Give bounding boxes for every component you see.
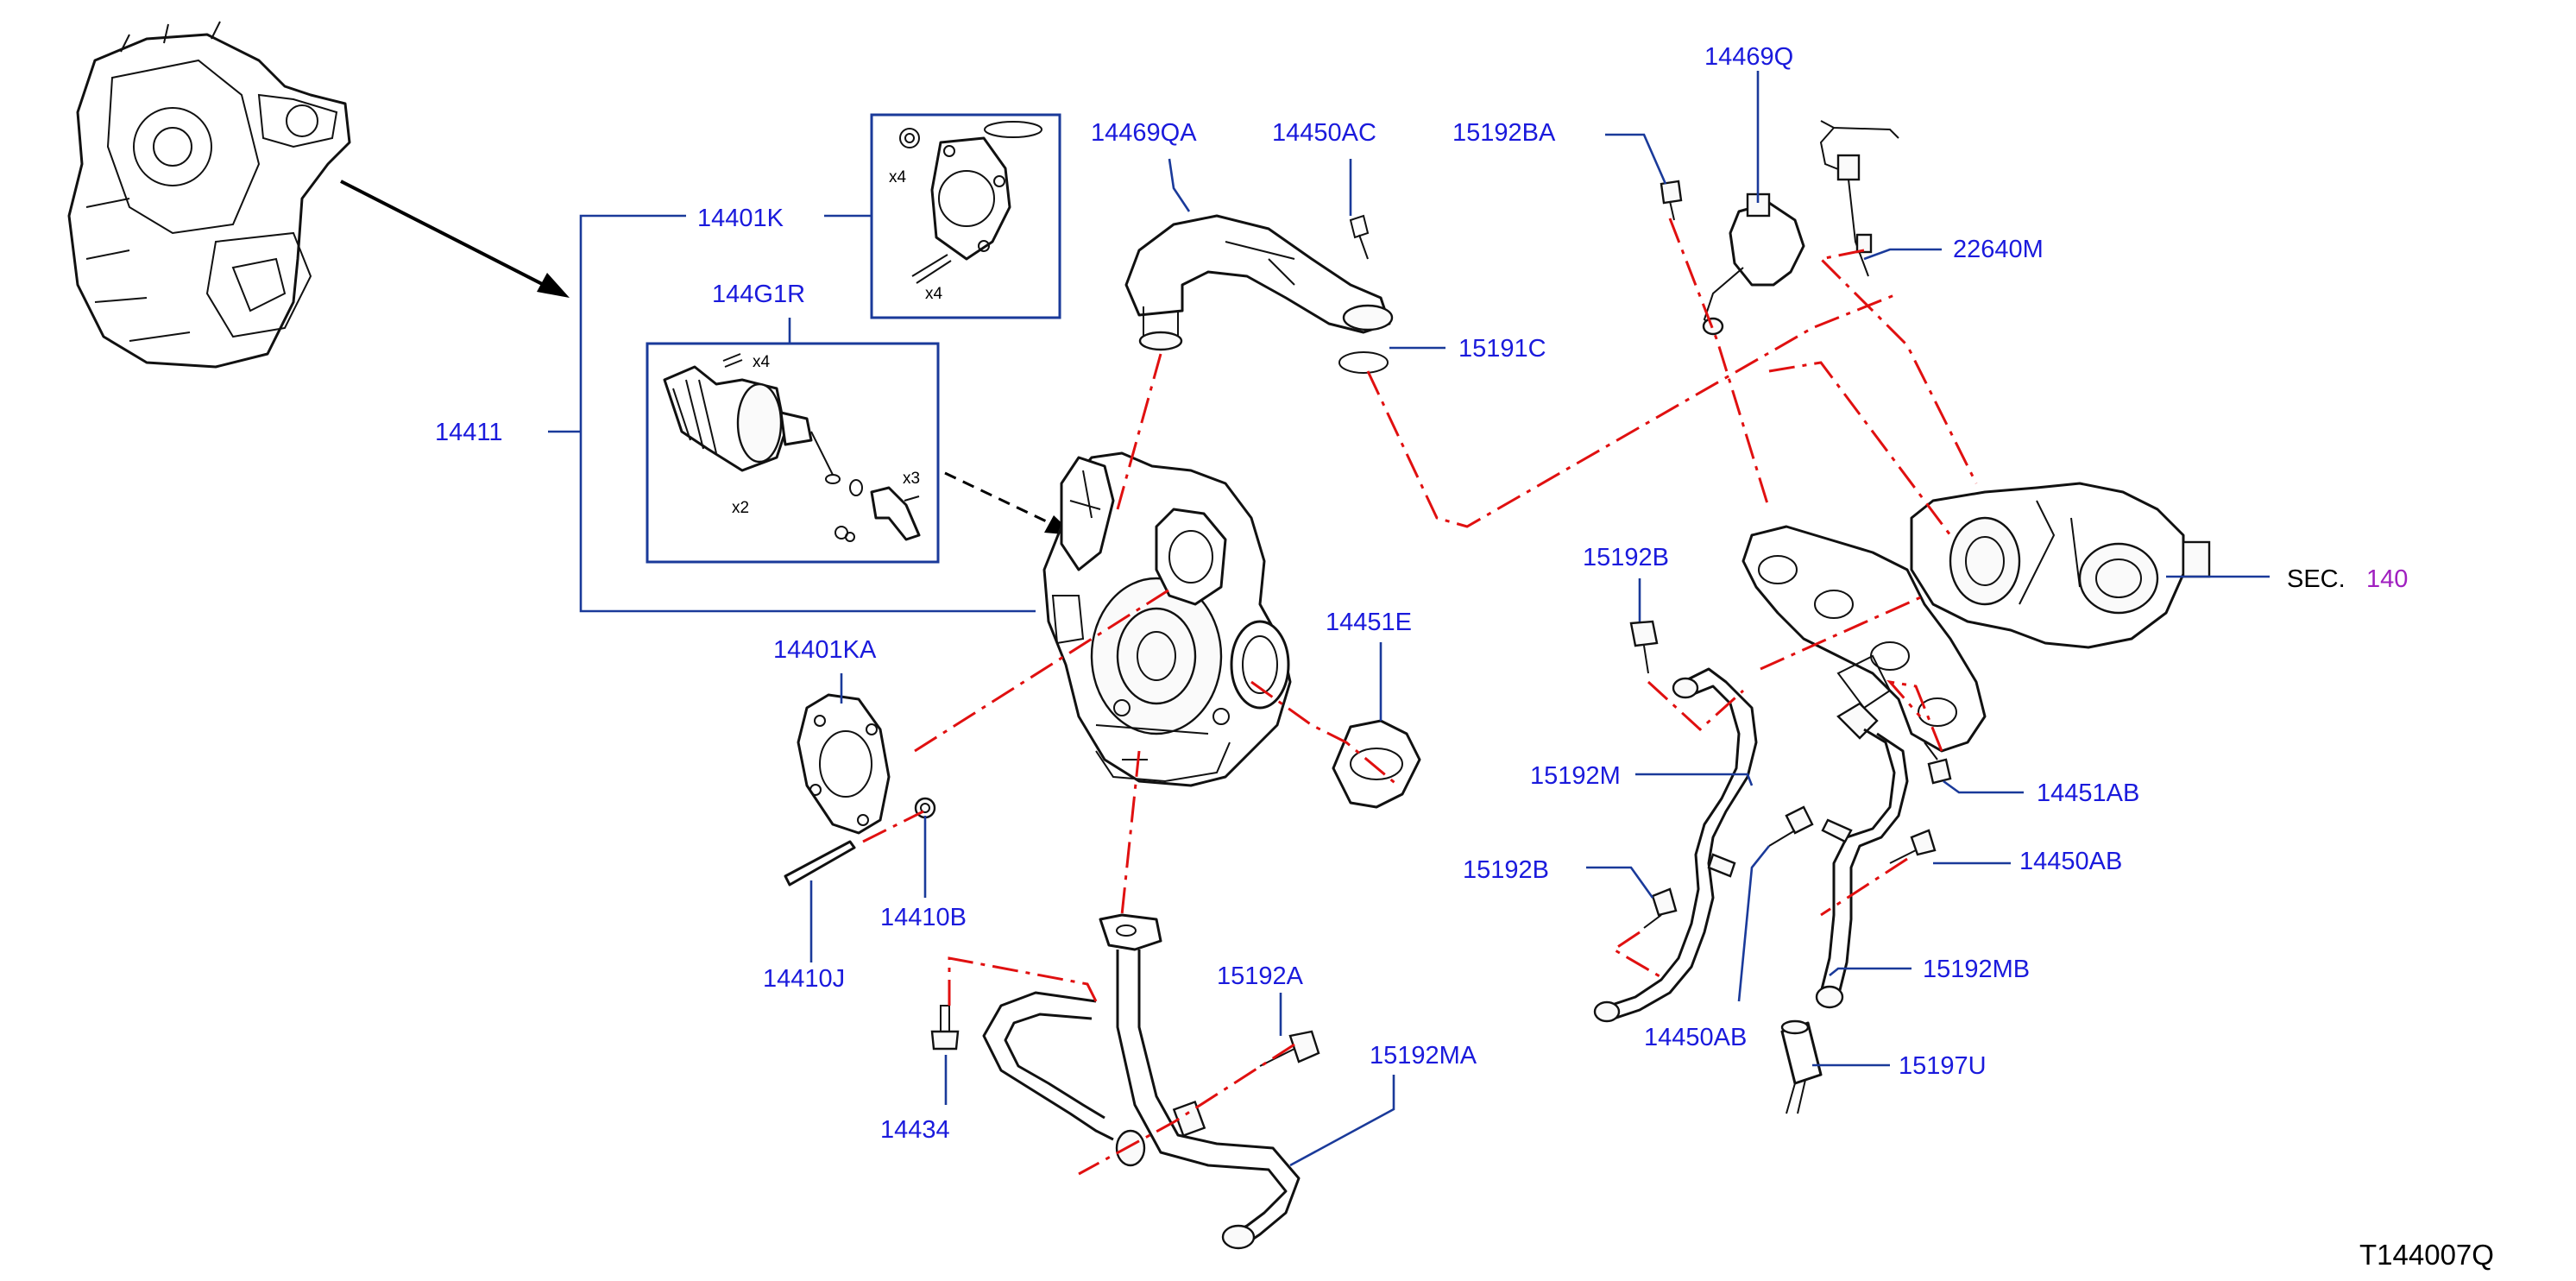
qty-gasket-stud: x4 bbox=[925, 285, 943, 303]
label-15191C: 15191C bbox=[1458, 335, 1546, 363]
bolt-15192BA bbox=[1660, 180, 1683, 221]
label-15192B-low: 15192B bbox=[1463, 856, 1549, 884]
actuator-kit-contents bbox=[663, 353, 921, 542]
label-14401KA: 14401KA bbox=[773, 636, 877, 664]
oil-pipe-15192MB bbox=[1815, 702, 1909, 1009]
solenoid-valve-14469Q bbox=[1702, 192, 1805, 336]
qty-actuator-clip: x3 bbox=[903, 470, 920, 488]
air-pipe-14469QA bbox=[1124, 214, 1394, 351]
oil-pipe-15192MA bbox=[982, 913, 1301, 1250]
label-14450AB-right: 14450AB bbox=[2019, 848, 2122, 875]
overview-pointer-arrowhead bbox=[537, 273, 570, 298]
label-14469QA: 14469QA bbox=[1091, 119, 1197, 147]
label-14434: 14434 bbox=[880, 1116, 950, 1144]
label-14451AB: 14451AB bbox=[2037, 779, 2139, 807]
label-144G1R: 144G1R bbox=[712, 281, 805, 308]
label-15192BA: 15192BA bbox=[1452, 119, 1556, 147]
label-14450AC: 14450AC bbox=[1272, 119, 1376, 147]
turbocharger-assembly-sec140 bbox=[1741, 482, 2211, 753]
bolt-14450AB-right bbox=[1889, 829, 1937, 864]
label-15192M: 15192M bbox=[1530, 762, 1621, 790]
bolt-14450AC bbox=[1349, 214, 1370, 260]
label-14410J: 14410J bbox=[763, 965, 845, 993]
gasket-kit-contents bbox=[899, 121, 1042, 284]
label-14410B: 14410B bbox=[880, 904, 967, 931]
actuator-kit-box bbox=[646, 342, 940, 564]
oil-pipe-15192M bbox=[1593, 667, 1758, 1023]
gasket-15191C bbox=[1338, 351, 1389, 374]
label-15192MB: 15192MB bbox=[1923, 956, 2030, 983]
label-sec: SEC. bbox=[2287, 565, 2346, 593]
label-15192A: 15192A bbox=[1217, 962, 1304, 990]
qty-gasket-nut: x4 bbox=[889, 168, 907, 186]
engine-overview-thumbnail bbox=[67, 21, 351, 369]
bolt-14450AB-low bbox=[1768, 805, 1814, 847]
label-14411: 14411 bbox=[435, 419, 503, 446]
actuator-install-arrow bbox=[944, 471, 1058, 528]
bolt-14434 bbox=[930, 1005, 960, 1051]
leader-lines bbox=[809, 71, 2270, 1167]
bolt-15192B-top bbox=[1629, 620, 1659, 674]
gasket-14401KA bbox=[797, 693, 891, 835]
qty-actuator-small: x2 bbox=[732, 499, 749, 517]
label-15197U: 15197U bbox=[1899, 1052, 1987, 1080]
stud-14410J bbox=[784, 840, 856, 887]
bolt-14451AB bbox=[1924, 741, 1952, 785]
qty-actuator-bolt: x4 bbox=[753, 353, 771, 371]
label-15192MA: 15192MA bbox=[1370, 1042, 1477, 1070]
connector-15197U bbox=[1780, 1019, 1823, 1114]
diagram-code: T144007Q bbox=[2359, 1239, 2494, 1271]
label-sec-number: 140 bbox=[2366, 565, 2408, 593]
red-centerlines bbox=[862, 218, 1978, 1176]
bolt-15192B-low bbox=[1643, 887, 1678, 929]
label-22640M: 22640M bbox=[1953, 236, 2044, 263]
label-14450AB-low: 14450AB bbox=[1644, 1024, 1747, 1051]
label-14469Q: 14469Q bbox=[1704, 43, 1793, 71]
label-14401K: 14401K bbox=[697, 205, 784, 232]
label-15192B-top: 15192B bbox=[1583, 544, 1669, 571]
label-14451E: 14451E bbox=[1326, 609, 1412, 636]
turbocharger-14411 bbox=[1042, 451, 1292, 787]
overview-pointer-line bbox=[340, 180, 553, 291]
exhaust-temp-sensor-22640M bbox=[1819, 120, 1899, 277]
kit-bracket-lead bbox=[548, 214, 1036, 613]
gasket-14451E bbox=[1332, 719, 1421, 809]
